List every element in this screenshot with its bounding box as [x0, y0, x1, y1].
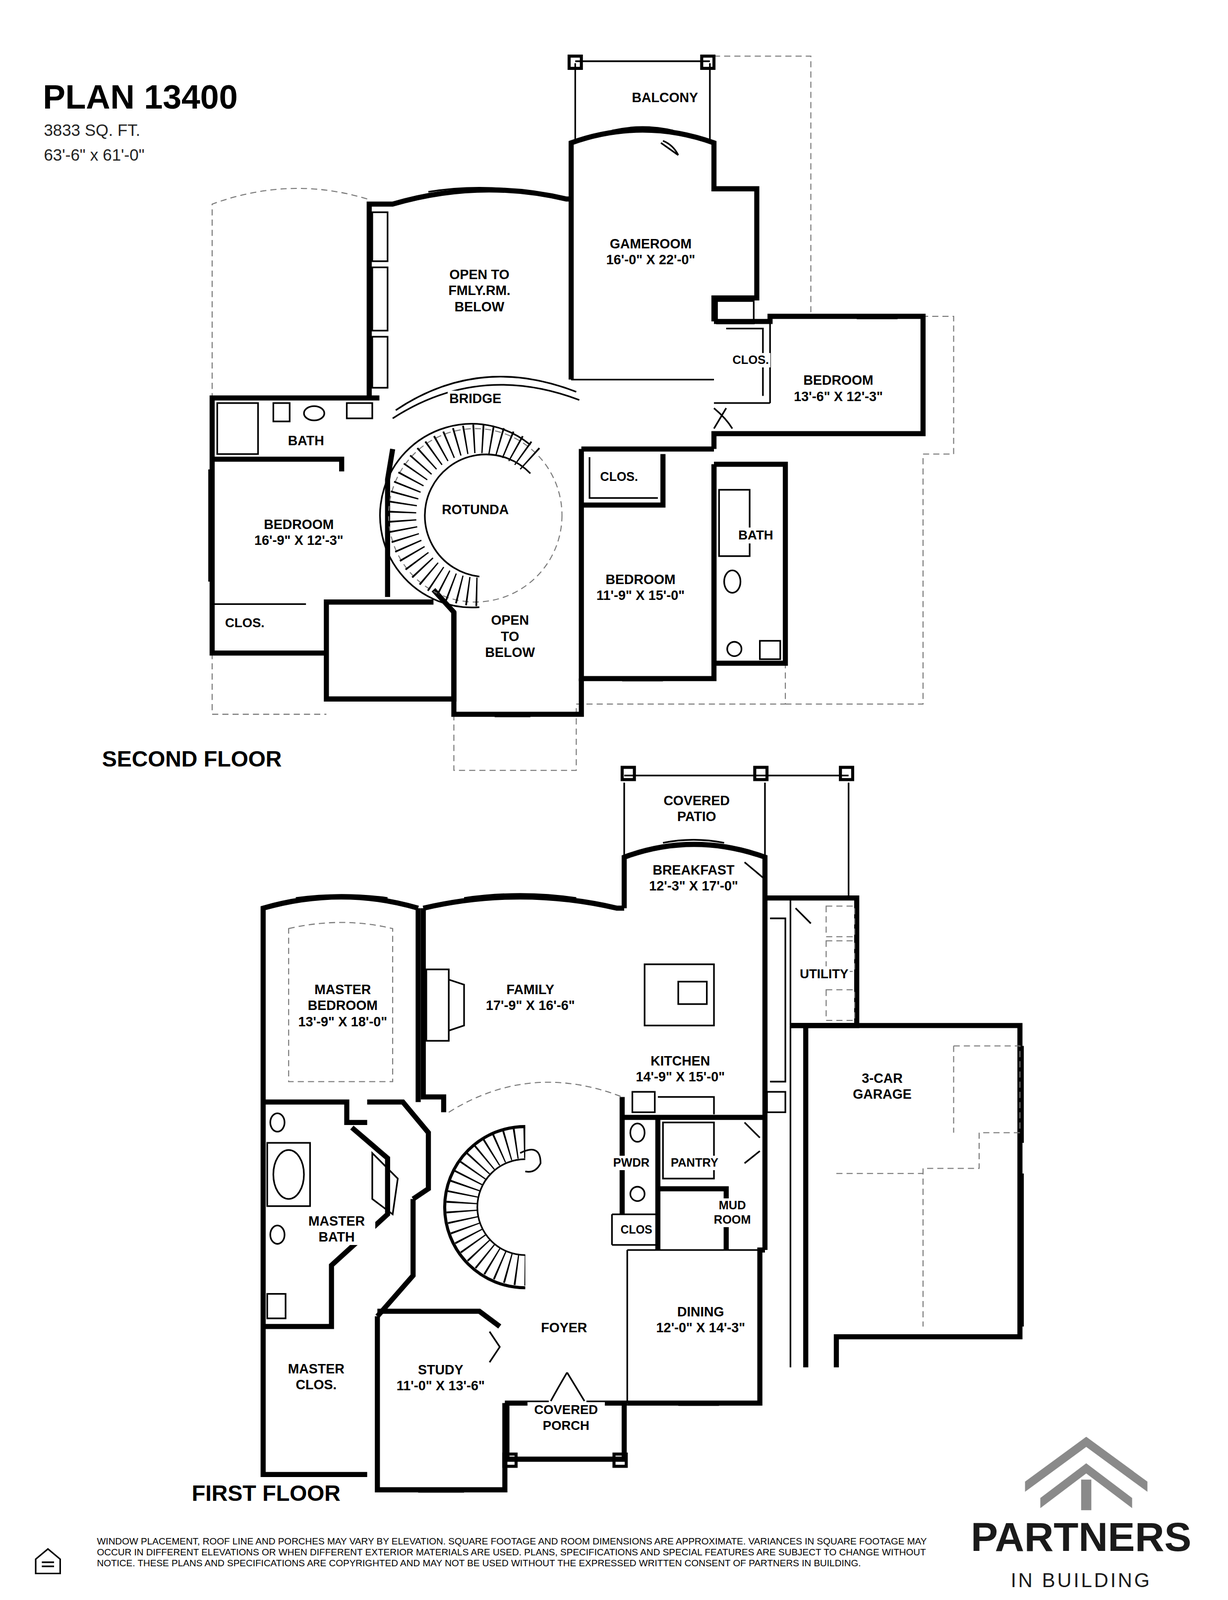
room-name: PWDR	[611, 1155, 651, 1170]
room-name: KITCHEN	[648, 1052, 712, 1069]
room-name: FOYER	[539, 1319, 589, 1336]
logo-word: PARTNERS	[970, 1513, 1192, 1561]
room-label: CLOS.	[223, 615, 266, 631]
room-label: FOYER	[539, 1319, 589, 1336]
room-name: 3-CAR GARAGE	[843, 1070, 922, 1103]
room-name: MASTER BATH	[297, 1213, 376, 1246]
room-name: GAMEROOM	[608, 235, 694, 252]
room-label: BEDROOM16'-9" X 12'-3"	[252, 516, 346, 549]
room-label: CLOS.	[731, 352, 771, 368]
room-label: COVERED PORCH	[527, 1402, 605, 1433]
room-label: GAMEROOM16'-0" X 22'-0"	[604, 235, 698, 269]
room-label: BEDROOM11'-9" X 15'-0"	[594, 571, 687, 604]
room-name: CLOS	[619, 1223, 654, 1237]
room-name: COVERED PATIO	[657, 792, 736, 825]
plan-dimensions: 63'-6" x 61'-0"	[43, 145, 145, 165]
room-label: OPEN TO FMLY.RM. BELOW	[445, 266, 514, 315]
room-label: PANTRY	[669, 1155, 720, 1170]
room-label: MASTER BEDROOM13'-9" X 18'-0"	[296, 981, 389, 1030]
room-label: BRIDGE	[447, 390, 503, 407]
room-label: BATH	[286, 432, 326, 449]
room-label: DINING12'-0" X 14'-3"	[654, 1303, 748, 1337]
room-name: COVERED PORCH	[527, 1402, 605, 1433]
room-dimension: 13'-6" X 12'-3"	[792, 388, 885, 405]
room-name: BEDROOM	[802, 372, 876, 389]
room-name: CLOS.	[731, 352, 771, 368]
room-dimension: 11'-9" X 15'-0"	[594, 587, 687, 604]
room-label: CLOS	[619, 1223, 654, 1237]
room-dimension: 12'-0" X 14'-3"	[654, 1319, 748, 1336]
disclaimer-note: WINDOW PLACEMENT, ROOF LINE AND PORCHES …	[96, 1535, 938, 1569]
room-dimension: 16'-9" X 12'-3"	[252, 532, 346, 549]
plan-area: 3833 SQ. FT.	[43, 120, 140, 140]
room-name: FAMILY	[505, 981, 557, 998]
room-name: BREAKFAST	[650, 862, 736, 878]
logo-subtitle: IN BUILDING	[1010, 1568, 1152, 1592]
room-name: BRIDGE	[447, 390, 503, 407]
room-dimension: 13'-9" X 18'-0"	[296, 1013, 389, 1030]
room-name: BATH	[736, 527, 775, 543]
room-dimension: 11'-0" X 13'-6"	[395, 1377, 487, 1394]
room-name: MUD ROOM	[710, 1198, 754, 1228]
room-name: STUDY	[416, 1361, 466, 1378]
room-label: BATH	[736, 527, 775, 543]
room-dimension: 12'-3" X 17'-0"	[647, 877, 740, 894]
room-name: OPEN TO BELOW	[481, 612, 539, 661]
room-name: CLOS.	[223, 615, 266, 631]
room-name: UTILITY	[798, 966, 850, 982]
room-name: MASTER CLOS.	[277, 1360, 355, 1394]
room-label: COVERED PATIO	[657, 792, 736, 825]
room-label: MASTER CLOS.	[277, 1360, 355, 1394]
room-label: UTILITY	[798, 966, 850, 982]
room-name: PANTRY	[669, 1155, 720, 1170]
room-dimension: 17'-9" X 16'-6"	[484, 997, 577, 1014]
room-label: KITCHEN14'-9" X 15'-0"	[634, 1052, 727, 1086]
room-label: BEDROOM13'-6" X 12'-3"	[792, 372, 885, 405]
room-name: OPEN TO FMLY.RM. BELOW	[445, 266, 514, 315]
room-name: BATH	[286, 432, 326, 449]
room-label: OPEN TO BELOW	[481, 612, 539, 661]
room-label: MUD ROOM	[710, 1198, 754, 1228]
room-label: BREAKFAST12'-3" X 17'-0"	[647, 862, 740, 895]
room-label: FAMILY17'-9" X 16'-6"	[484, 981, 577, 1014]
room-dimension: 14'-9" X 15'-0"	[634, 1068, 727, 1085]
room-label: PWDR	[611, 1155, 651, 1170]
room-name: BALCONY	[630, 89, 701, 106]
floor-heading: FIRST FLOOR	[191, 1480, 341, 1507]
room-name: MASTER BEDROOM	[303, 981, 382, 1014]
floor-heading: SECOND FLOOR	[102, 746, 283, 772]
plan-title: PLAN 13400	[42, 77, 238, 117]
room-name: CLOS.	[598, 468, 640, 484]
room-label: ROTUNDA	[440, 501, 511, 518]
room-name: BEDROOM	[262, 516, 336, 533]
room-name: ROTUNDA	[440, 501, 511, 518]
room-label: 3-CAR GARAGE	[843, 1070, 922, 1103]
room-label: CLOS.	[598, 468, 640, 484]
room-dimension: 16'-0" X 22'-0"	[604, 251, 698, 268]
room-name: BEDROOM	[603, 571, 677, 588]
room-label: BALCONY	[630, 89, 701, 106]
room-name: DINING	[675, 1303, 726, 1320]
room-label: STUDY11'-0" X 13'-6"	[395, 1361, 487, 1395]
room-label: MASTER BATH	[297, 1213, 376, 1246]
